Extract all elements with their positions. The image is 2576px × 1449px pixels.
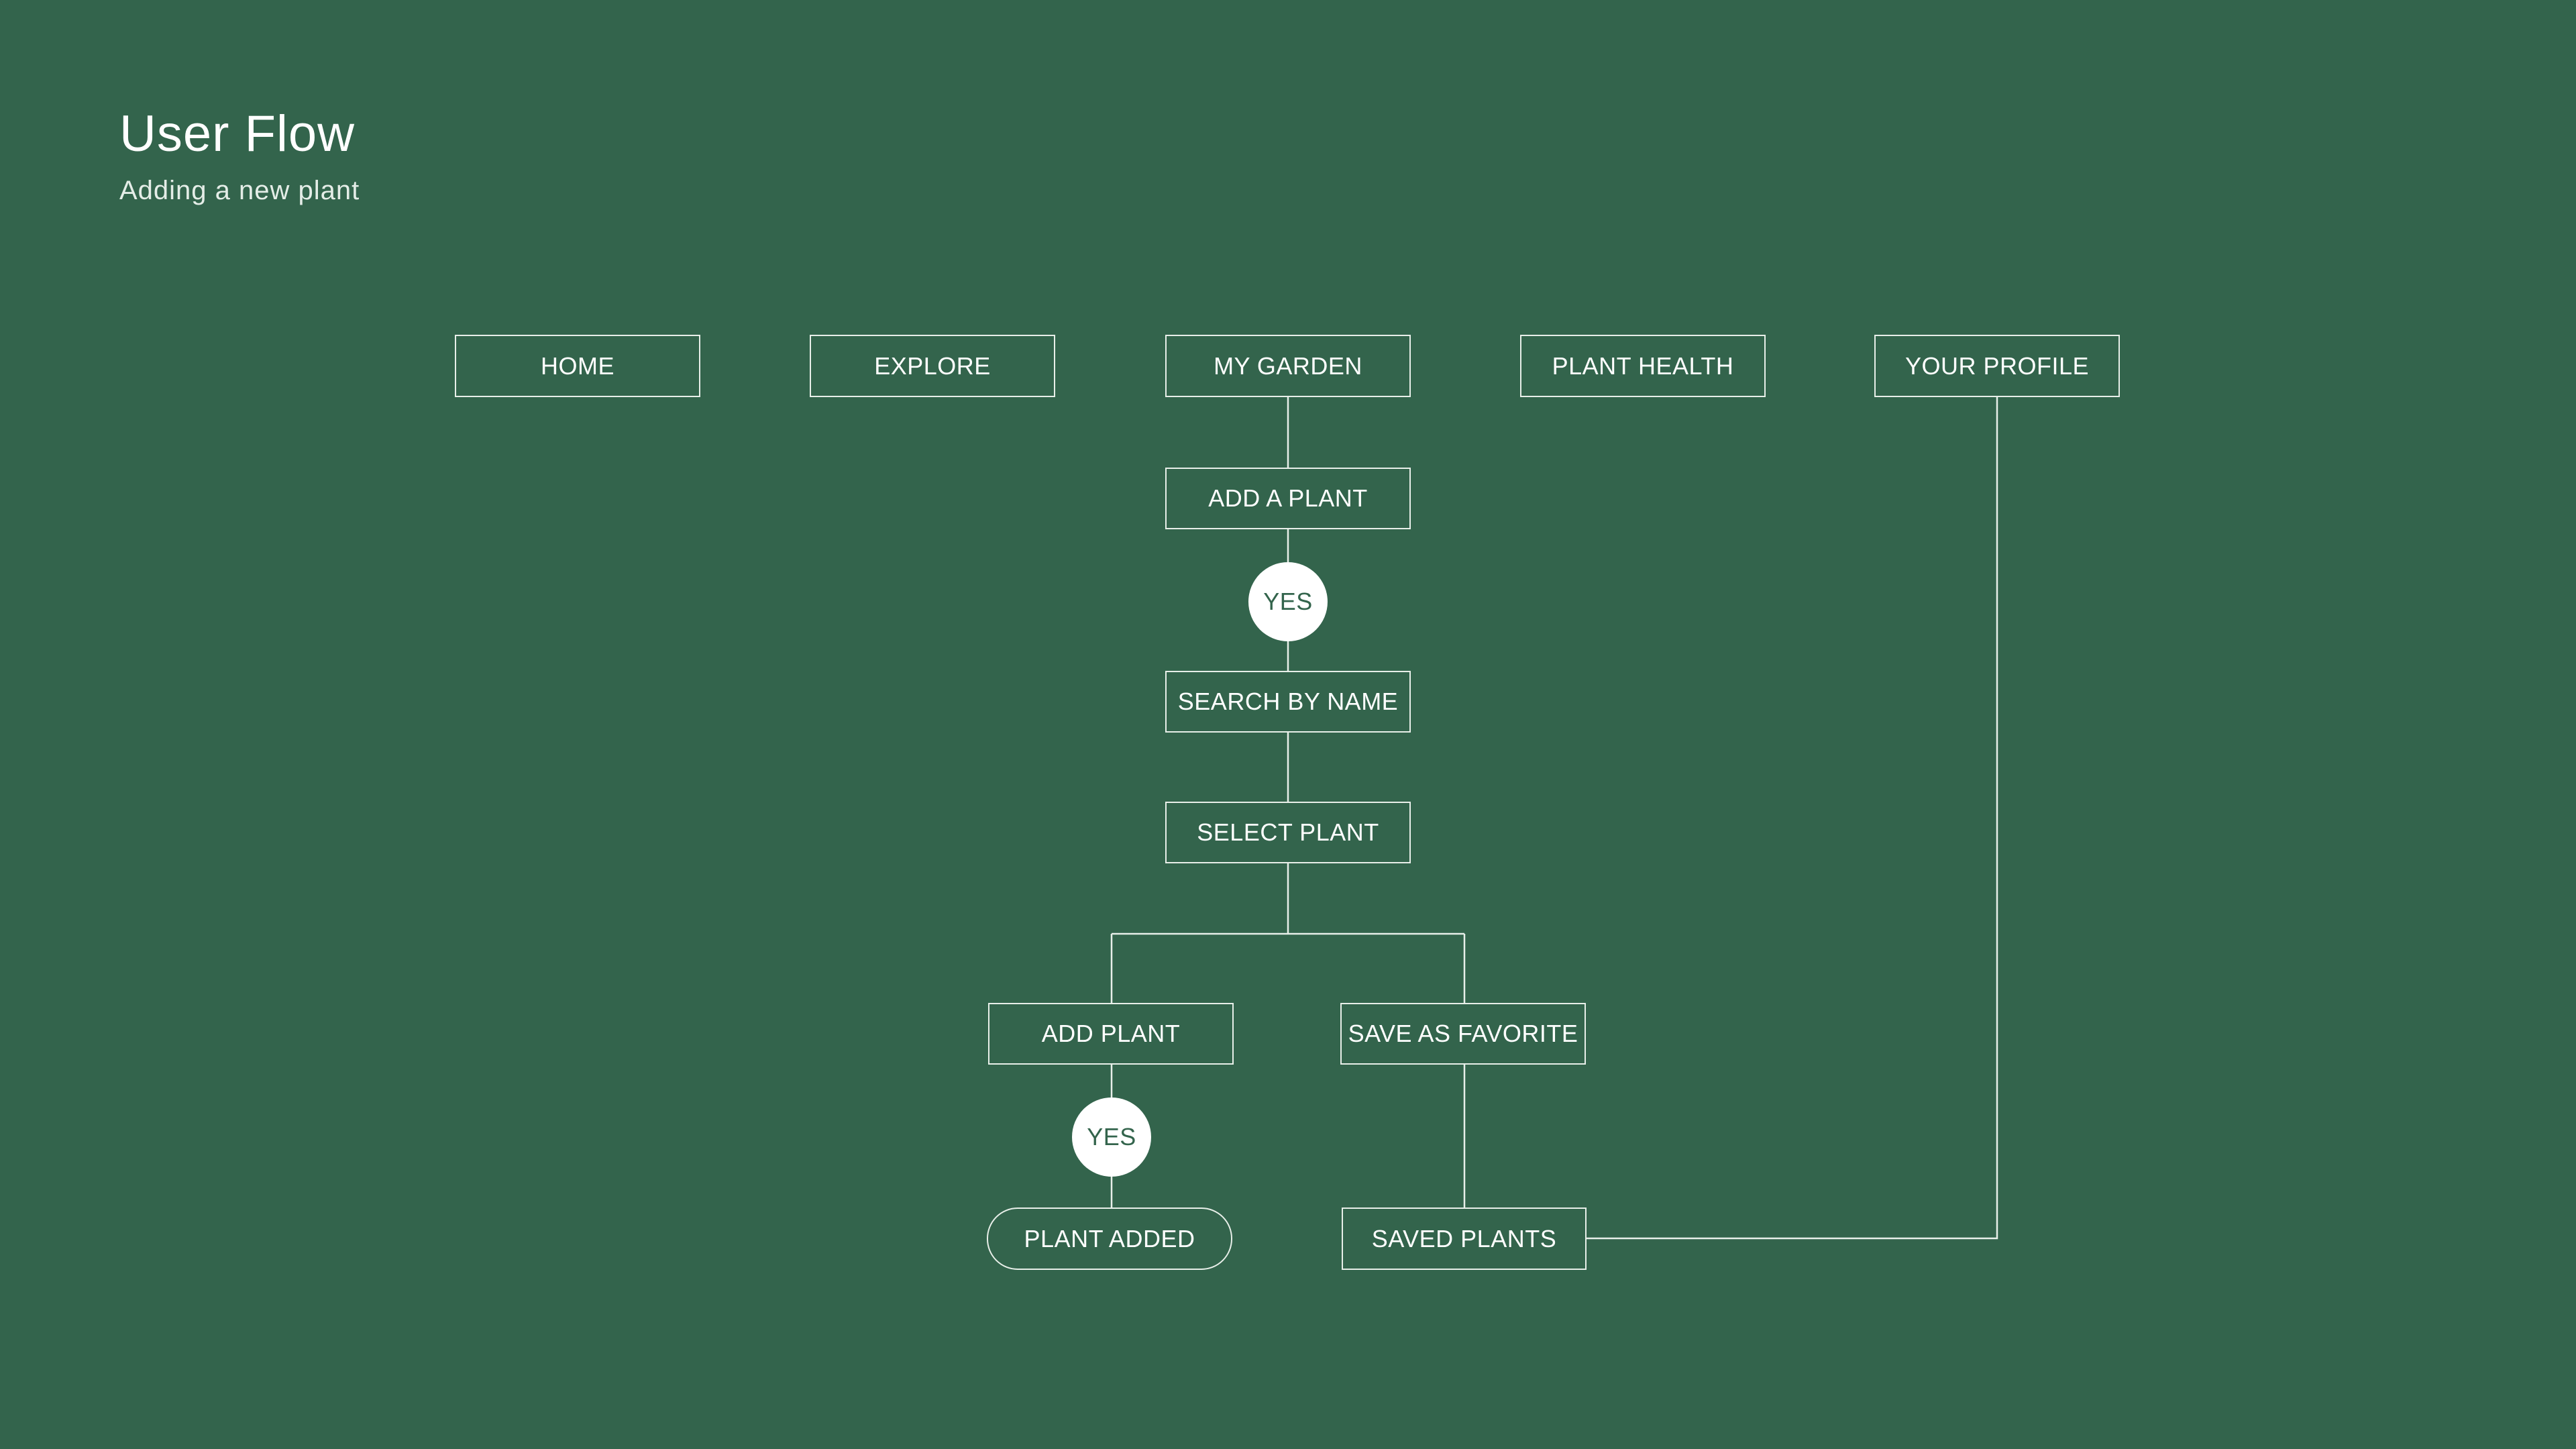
- decision-yes-1: YES: [1248, 562, 1328, 641]
- nav-explore-box: EXPLORE: [810, 335, 1055, 397]
- nav-plant-health-box: PLANT HEALTH: [1520, 335, 1766, 397]
- plant-added-terminal: PLANT ADDED: [987, 1208, 1232, 1270]
- add-a-plant-box: ADD A PLANT: [1165, 468, 1411, 529]
- decision-yes-2: YES: [1072, 1097, 1151, 1177]
- page-subtitle: Adding a new plant: [119, 176, 360, 205]
- nav-your-profile-box: YOUR PROFILE: [1874, 335, 2120, 397]
- search-by-name-box: SEARCH BY NAME: [1165, 671, 1411, 733]
- nav-my-garden-box: MY GARDEN: [1165, 335, 1411, 397]
- connector-profile-to-saved: [1586, 397, 1998, 1240]
- select-plant-box: SELECT PLANT: [1165, 802, 1411, 863]
- saved-plants-box: SAVED PLANTS: [1342, 1208, 1587, 1270]
- save-as-favorite-box: SAVE AS FAVORITE: [1340, 1003, 1586, 1065]
- add-plant-box: ADD PLANT: [988, 1003, 1234, 1065]
- page-title: User Flow: [119, 105, 356, 162]
- nav-home-box: HOME: [455, 335, 700, 397]
